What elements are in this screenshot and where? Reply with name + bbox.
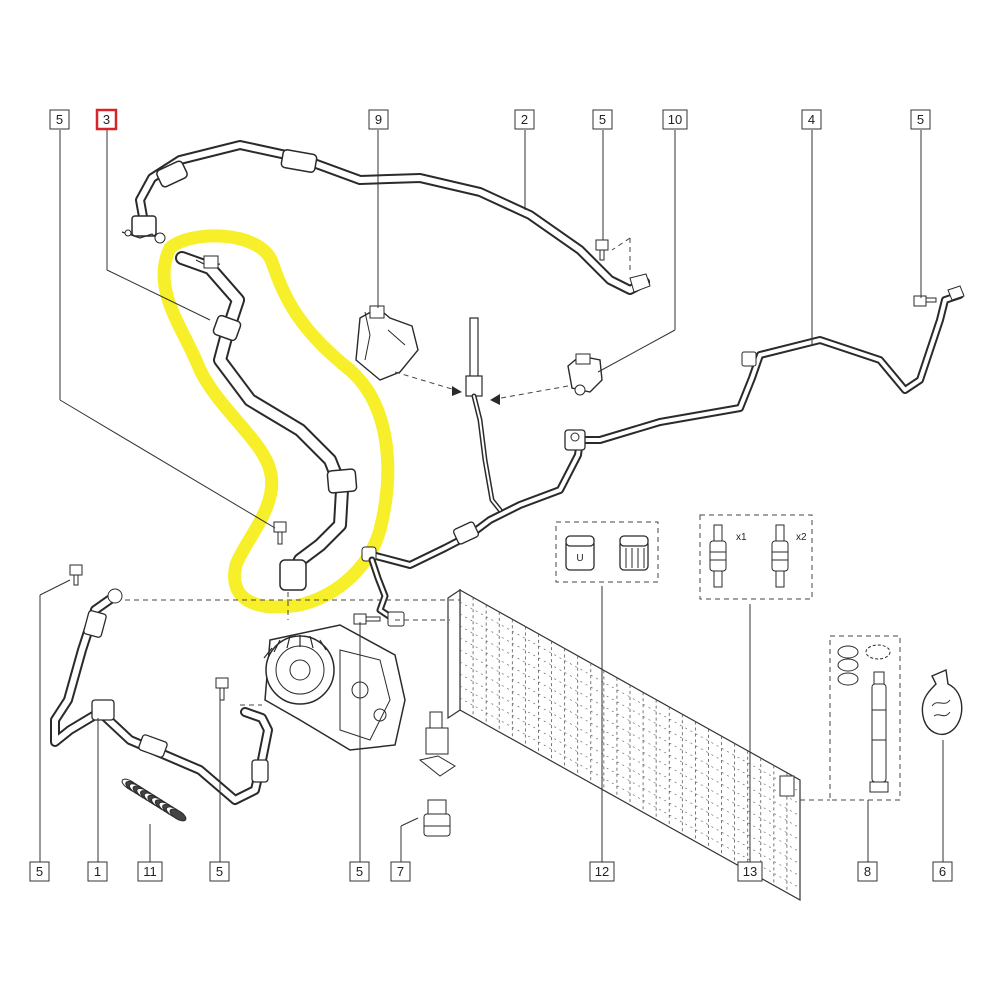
bolt-5-b[interactable] — [595, 239, 609, 261]
dehydrator-cartridge-8[interactable] — [829, 635, 901, 801]
callout-label: 13 — [743, 864, 757, 879]
callout-2[interactable]: 2 — [514, 109, 535, 130]
callout-label: 10 — [668, 112, 682, 127]
callout-12[interactable]: 12 — [589, 861, 615, 882]
callout-label: 2 — [521, 112, 528, 127]
callout-5[interactable]: 5 — [29, 861, 50, 882]
callout-label: 5 — [356, 864, 363, 879]
callout-6[interactable]: 6 — [932, 861, 953, 882]
callout-11[interactable]: 11 — [137, 861, 163, 882]
quantity-label: x2 — [796, 532, 807, 543]
callout-label: 4 — [808, 112, 815, 127]
assembly-arrows — [125, 237, 631, 706]
callout-5[interactable]: 5 — [349, 861, 370, 882]
callout-label: 5 — [917, 112, 924, 127]
pressure-switch-10[interactable] — [567, 353, 603, 396]
callout-label: 5 — [56, 112, 63, 127]
condenser[interactable] — [447, 588, 830, 902]
part-3-highlight — [157, 229, 395, 614]
bolt-5-c[interactable] — [913, 295, 937, 307]
callout-7[interactable]: 7 — [390, 861, 411, 882]
callout-8[interactable]: 8 — [857, 861, 878, 882]
callout-9[interactable]: 9 — [368, 109, 389, 130]
quantity-label: x1 — [736, 532, 747, 543]
callout-label: 6 — [939, 864, 946, 879]
pipe-4[interactable] — [361, 285, 965, 569]
callout-label: 5 — [599, 112, 606, 127]
bracket-9[interactable] — [355, 305, 419, 381]
svg-text:U: U — [576, 553, 583, 564]
leader-lines — [39, 130, 944, 862]
callout-13[interactable]: 13 — [737, 861, 763, 882]
callout-5[interactable]: 5 — [49, 109, 70, 130]
pressure-sensor-stick[interactable] — [465, 317, 503, 513]
valve-cores-13[interactable]: x1 x2 — [699, 514, 813, 600]
condenser-inlet-pipe[interactable] — [368, 556, 405, 627]
callout-label: 9 — [375, 112, 382, 127]
valve-caps-12[interactable]: U — [555, 521, 659, 583]
callout-label: 7 — [397, 864, 404, 879]
bolt-5-f[interactable] — [353, 613, 381, 625]
valve-7[interactable] — [423, 799, 451, 837]
bolt-5-d[interactable] — [69, 564, 83, 586]
callout-1[interactable]: 1 — [87, 861, 108, 882]
callout-5[interactable]: 5 — [910, 109, 931, 130]
callout-label: 12 — [595, 864, 609, 879]
callout-label: 3 — [103, 112, 110, 127]
callout-4[interactable]: 4 — [801, 109, 822, 130]
oil-bottle-6[interactable] — [921, 668, 963, 736]
callout-label: 5 — [216, 864, 223, 879]
compressor[interactable] — [263, 624, 406, 751]
callout-5[interactable]: 5 — [209, 861, 230, 882]
bolt-5-a[interactable] — [273, 521, 287, 545]
callout-5[interactable]: 5 — [592, 109, 613, 130]
pipe-1[interactable] — [50, 588, 273, 805]
callout-label: 11 — [143, 864, 157, 879]
callout-label: 1 — [94, 864, 101, 879]
callout-label: 5 — [36, 864, 43, 879]
pipe-2[interactable] — [121, 140, 651, 295]
callout-10[interactable]: 10 — [662, 109, 688, 130]
service-valve[interactable] — [418, 711, 456, 777]
callout-label: 8 — [864, 864, 871, 879]
pipe-3-low-pressure-hose[interactable] — [175, 251, 358, 591]
callout-3-selected[interactable]: 3 — [95, 108, 118, 131]
protective-sleeve-11[interactable] — [120, 777, 188, 823]
bolt-5-e[interactable] — [215, 677, 229, 701]
